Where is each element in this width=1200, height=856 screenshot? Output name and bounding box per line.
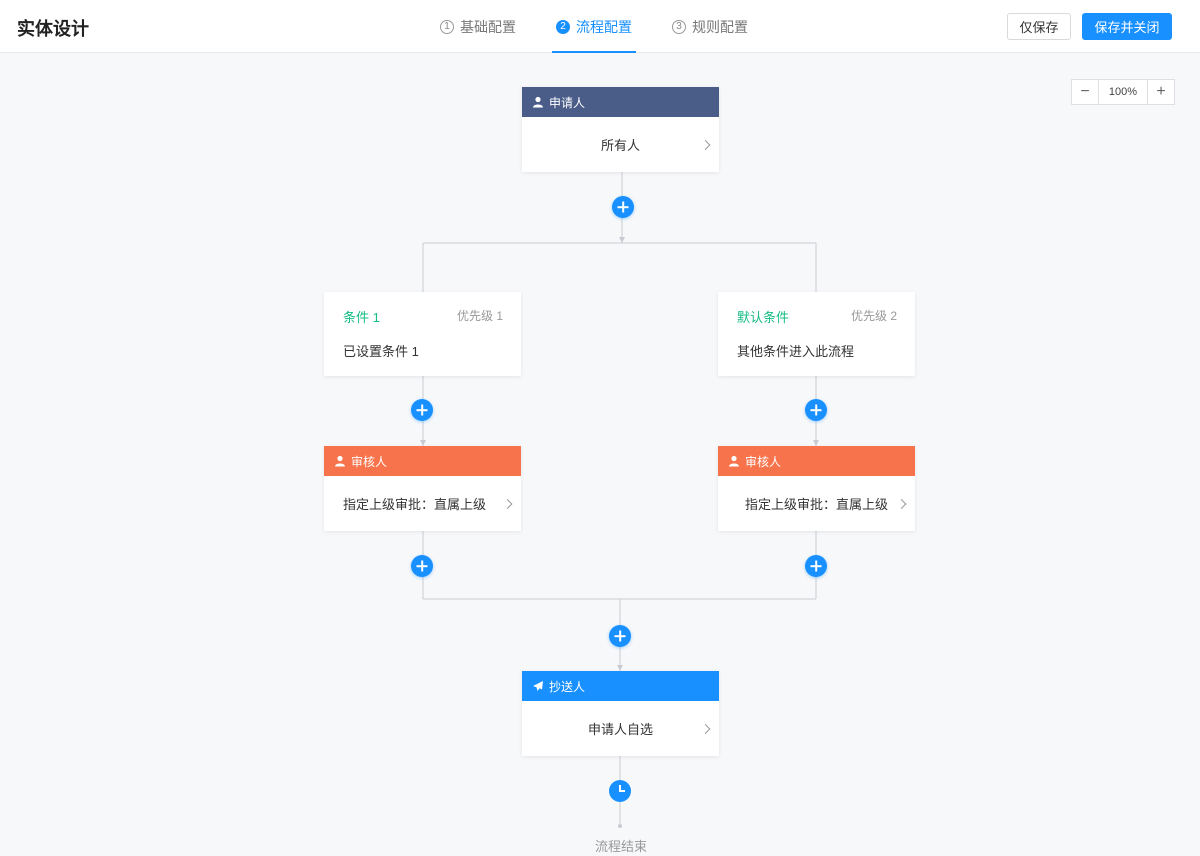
flow-end-icon <box>609 780 631 802</box>
top-header: 实体设计 1 基础配置 2 流程配置 3 规则配置 仅保存 保存并关闭 <box>0 0 1200 53</box>
reviewer-node-title: 审核人 <box>745 454 782 469</box>
cc-node[interactable]: 抄送人 申请人自选 <box>522 671 719 756</box>
condition-priority: 优先级 1 <box>456 309 503 323</box>
page-title: 实体设计 <box>17 19 89 39</box>
condition-description: 已设置条件 1 <box>343 344 419 359</box>
condition-priority: 优先级 2 <box>850 309 897 323</box>
add-node-button[interactable] <box>411 555 433 577</box>
flow-end-glyph <box>619 785 625 792</box>
step-number: 1 <box>440 19 454 34</box>
condition-node-default[interactable]: 默认条件 优先级 2 其他条件进入此流程 <box>718 292 915 376</box>
step-tabs: 1 基础配置 2 流程配置 3 规则配置 <box>440 0 788 53</box>
chevron-right-icon <box>502 498 513 509</box>
applicant-node-header: 申请人 <box>522 87 719 117</box>
tab-basic-config[interactable]: 1 基础配置 <box>440 0 516 53</box>
applicant-node[interactable]: 申请人 所有人 <box>522 87 719 172</box>
step-label: 规则配置 <box>692 18 748 35</box>
applicant-node-title: 申请人 <box>549 95 586 110</box>
condition-title: 默认条件 <box>737 310 790 325</box>
reviewer-node-title: 审核人 <box>351 454 388 469</box>
add-node-button[interactable] <box>609 625 631 647</box>
condition-description: 其他条件进入此流程 <box>737 344 855 359</box>
user-icon <box>533 96 543 108</box>
add-node-button[interactable] <box>612 196 634 218</box>
step-number: 3 <box>672 19 686 34</box>
cc-node-header: 抄送人 <box>522 671 719 701</box>
chevron-right-icon <box>700 139 711 150</box>
tab-rule-config[interactable]: 3 规则配置 <box>672 0 748 53</box>
applicant-node-body: 所有人 <box>522 117 719 172</box>
cc-node-body: 申请人自选 <box>522 701 719 756</box>
reviewer-node-value: 指定上级审批：直属上级 <box>343 497 487 512</box>
reviewer-node-right[interactable]: 审核人 指定上级审批：直属上级 <box>718 446 915 531</box>
condition-node-1[interactable]: 条件 1 优先级 1 已设置条件 1 <box>324 292 521 376</box>
save-and-close-button[interactable]: 保存并关闭 <box>1082 13 1172 40</box>
chevron-right-icon <box>896 498 907 509</box>
user-icon <box>729 455 739 467</box>
save-button[interactable]: 仅保存 <box>1007 13 1071 40</box>
add-node-button[interactable] <box>805 399 827 421</box>
step-label: 基础配置 <box>460 18 516 35</box>
send-icon <box>533 681 543 691</box>
cc-node-title: 抄送人 <box>549 679 586 694</box>
zoom-level: 100% <box>1098 80 1148 104</box>
zoom-out-button[interactable]: − <box>1080 83 1090 100</box>
condition-title: 条件 1 <box>343 310 380 325</box>
reviewer-node-header: 审核人 <box>324 446 521 476</box>
step-number: 2 <box>556 19 570 34</box>
reviewer-node-header: 审核人 <box>718 446 915 476</box>
add-node-button[interactable] <box>805 555 827 577</box>
reviewer-node-body: 指定上级审批：直属上级 <box>718 476 915 531</box>
flow-end-label: 流程结束 <box>595 839 648 854</box>
add-node-button[interactable] <box>411 399 433 421</box>
tab-flow-config[interactable]: 2 流程配置 <box>552 0 636 53</box>
step-label: 流程配置 <box>576 18 632 35</box>
chevron-right-icon <box>700 723 711 734</box>
reviewer-node-left[interactable]: 审核人 指定上级审批：直属上级 <box>324 446 521 531</box>
zoom-in-button[interactable]: + <box>1156 83 1166 100</box>
reviewer-node-body: 指定上级审批：直属上级 <box>324 476 521 531</box>
applicant-node-value: 所有人 <box>600 138 640 153</box>
cc-node-value: 申请人自选 <box>587 722 653 737</box>
reviewer-node-value: 指定上级审批：直属上级 <box>744 497 888 512</box>
user-icon <box>335 455 345 467</box>
zoom-control: − 100% + <box>1071 79 1175 105</box>
